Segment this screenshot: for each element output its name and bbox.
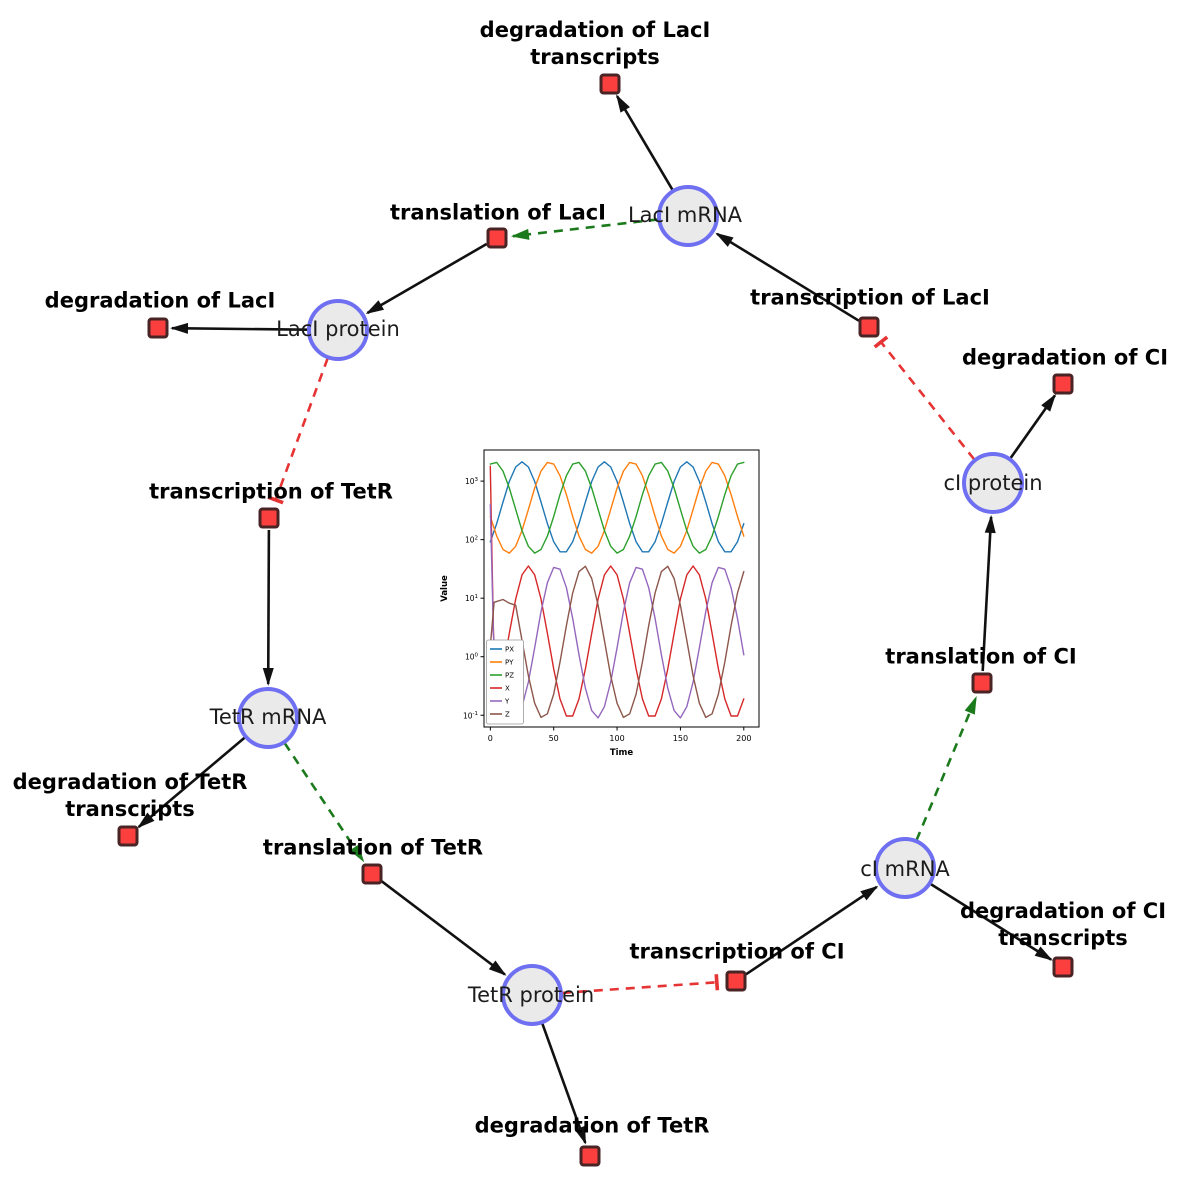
edge-translation-laci-to-laci-protein <box>365 242 488 315</box>
svg-text:100: 100 <box>465 653 479 662</box>
reaction-node-transcription-laci <box>858 316 880 338</box>
edge-laci-protein-to-deg-laci <box>170 322 309 334</box>
svg-text:X: X <box>505 685 510 693</box>
species-label-tetr-mrna: TetR mRNA <box>209 705 327 729</box>
species-label-tetr-protein: TetR protein <box>467 983 595 1007</box>
edge-tetr-protein-inhibits-transcription-ci <box>561 974 720 995</box>
species-node-laci-mrna <box>657 185 719 247</box>
reaction-label-translation-laci: translation of LacI <box>390 200 606 225</box>
species-label-ci-mrna: cI mRNA <box>860 857 950 881</box>
reaction-node-deg-laci <box>147 317 169 339</box>
edge-ci-protein-to-deg-ci <box>1009 393 1057 460</box>
species-node-tetr-mrna <box>237 687 299 749</box>
reaction-node-translation-tetr <box>361 863 383 885</box>
svg-text:50: 50 <box>549 734 559 743</box>
svg-text:103: 103 <box>465 477 479 486</box>
species-circle-laci-mrna <box>657 185 719 247</box>
reaction-label-deg-ci: degradation of CI <box>961 345 1169 370</box>
edge-laci-mrna-modifies-translation-laci <box>510 218 659 240</box>
species-node-ci-mrna <box>874 837 936 899</box>
svg-text:101: 101 <box>465 594 478 603</box>
species-label-ci-protein: cI protein <box>943 471 1043 495</box>
reaction-node-translation-laci <box>486 227 508 249</box>
edge-transcription-tetr-to-tetr-mrna <box>262 529 274 686</box>
svg-text:10-1: 10-1 <box>463 711 478 720</box>
reaction-node-deg-tetr-transcripts <box>117 825 139 847</box>
edge-ci-mrna-modifies-translation-ci <box>915 695 978 841</box>
svg-text:Value: Value <box>440 575 450 602</box>
edge-tetr-protein-to-deg-tetr <box>540 1022 587 1145</box>
reaction-node-translation-ci <box>971 672 993 694</box>
svg-text:150: 150 <box>673 734 688 743</box>
species-circle-laci-protein <box>307 299 369 361</box>
reaction-label-deg-laci-transcripts: degradation of LacI transcripts <box>479 18 711 69</box>
reaction-label-transcription-ci: transcription of CI <box>629 939 845 964</box>
reaction-label-deg-tetr-transcripts: degradation of TetR transcripts <box>12 770 248 821</box>
svg-text:Z: Z <box>505 711 510 719</box>
reaction-node-deg-ci-transcripts <box>1052 956 1074 978</box>
reaction-label-deg-tetr: degradation of TetR <box>474 1113 710 1138</box>
reaction-label-transcription-laci: transcription of LacI <box>750 285 990 310</box>
species-circle-tetr-protein <box>501 964 563 1026</box>
edge-laci-mrna-to-deg-laci-transcripts <box>615 94 674 191</box>
edge-ci-protein-inhibits-transcription-laci <box>873 335 976 461</box>
species-node-tetr-protein <box>501 964 563 1026</box>
species-node-laci-protein <box>307 299 369 361</box>
edge-transcription-laci-to-laci-mrna <box>715 232 860 322</box>
reaction-node-deg-tetr <box>579 1145 601 1167</box>
reaction-node-transcription-tetr <box>258 507 280 529</box>
edge-transcription-ci-to-ci-mrna <box>745 885 879 976</box>
reaction-label-deg-ci-transcripts: degradation of CI transcripts <box>959 899 1167 950</box>
reaction-label-translation-tetr: translation of TetR <box>262 835 484 860</box>
species-label-laci-protein: LacI protein <box>276 317 400 341</box>
edge-translation-ci-to-ci-protein <box>981 514 996 672</box>
reaction-label-deg-laci: degradation of LacI <box>44 288 276 313</box>
svg-text:Time: Time <box>610 748 634 758</box>
species-label-laci-mrna: LacI mRNA <box>627 203 743 227</box>
species-circle-tetr-mrna <box>237 687 299 749</box>
reaction-node-transcription-ci <box>725 970 747 992</box>
svg-text:PZ: PZ <box>505 672 514 680</box>
species-circle-ci-mrna <box>874 837 936 899</box>
species-circle-ci-protein <box>962 452 1024 514</box>
svg-text:102: 102 <box>465 535 478 544</box>
edge-tetr-mrna-modifies-translation-tetr <box>283 742 365 863</box>
svg-text:PY: PY <box>505 659 514 667</box>
svg-text:Y: Y <box>504 698 510 706</box>
reaction-node-deg-ci <box>1052 373 1074 395</box>
species-node-ci-protein <box>962 452 1024 514</box>
svg-text:0: 0 <box>488 734 493 743</box>
svg-text:PX: PX <box>505 646 514 654</box>
edge-ci-mrna-to-deg-ci-transcripts <box>929 882 1053 961</box>
edge-translation-tetr-to-tetr-protein <box>380 880 507 976</box>
reaction-label-transcription-tetr: transcription of TetR <box>149 479 393 504</box>
reaction-label-translation-ci: translation of CI <box>885 644 1077 669</box>
edge-tetr-mrna-to-deg-tetr-transcripts <box>137 736 246 829</box>
reaction-node-deg-laci-transcripts <box>599 73 621 95</box>
svg-text:100: 100 <box>609 734 624 743</box>
svg-text:200: 200 <box>736 734 751 743</box>
